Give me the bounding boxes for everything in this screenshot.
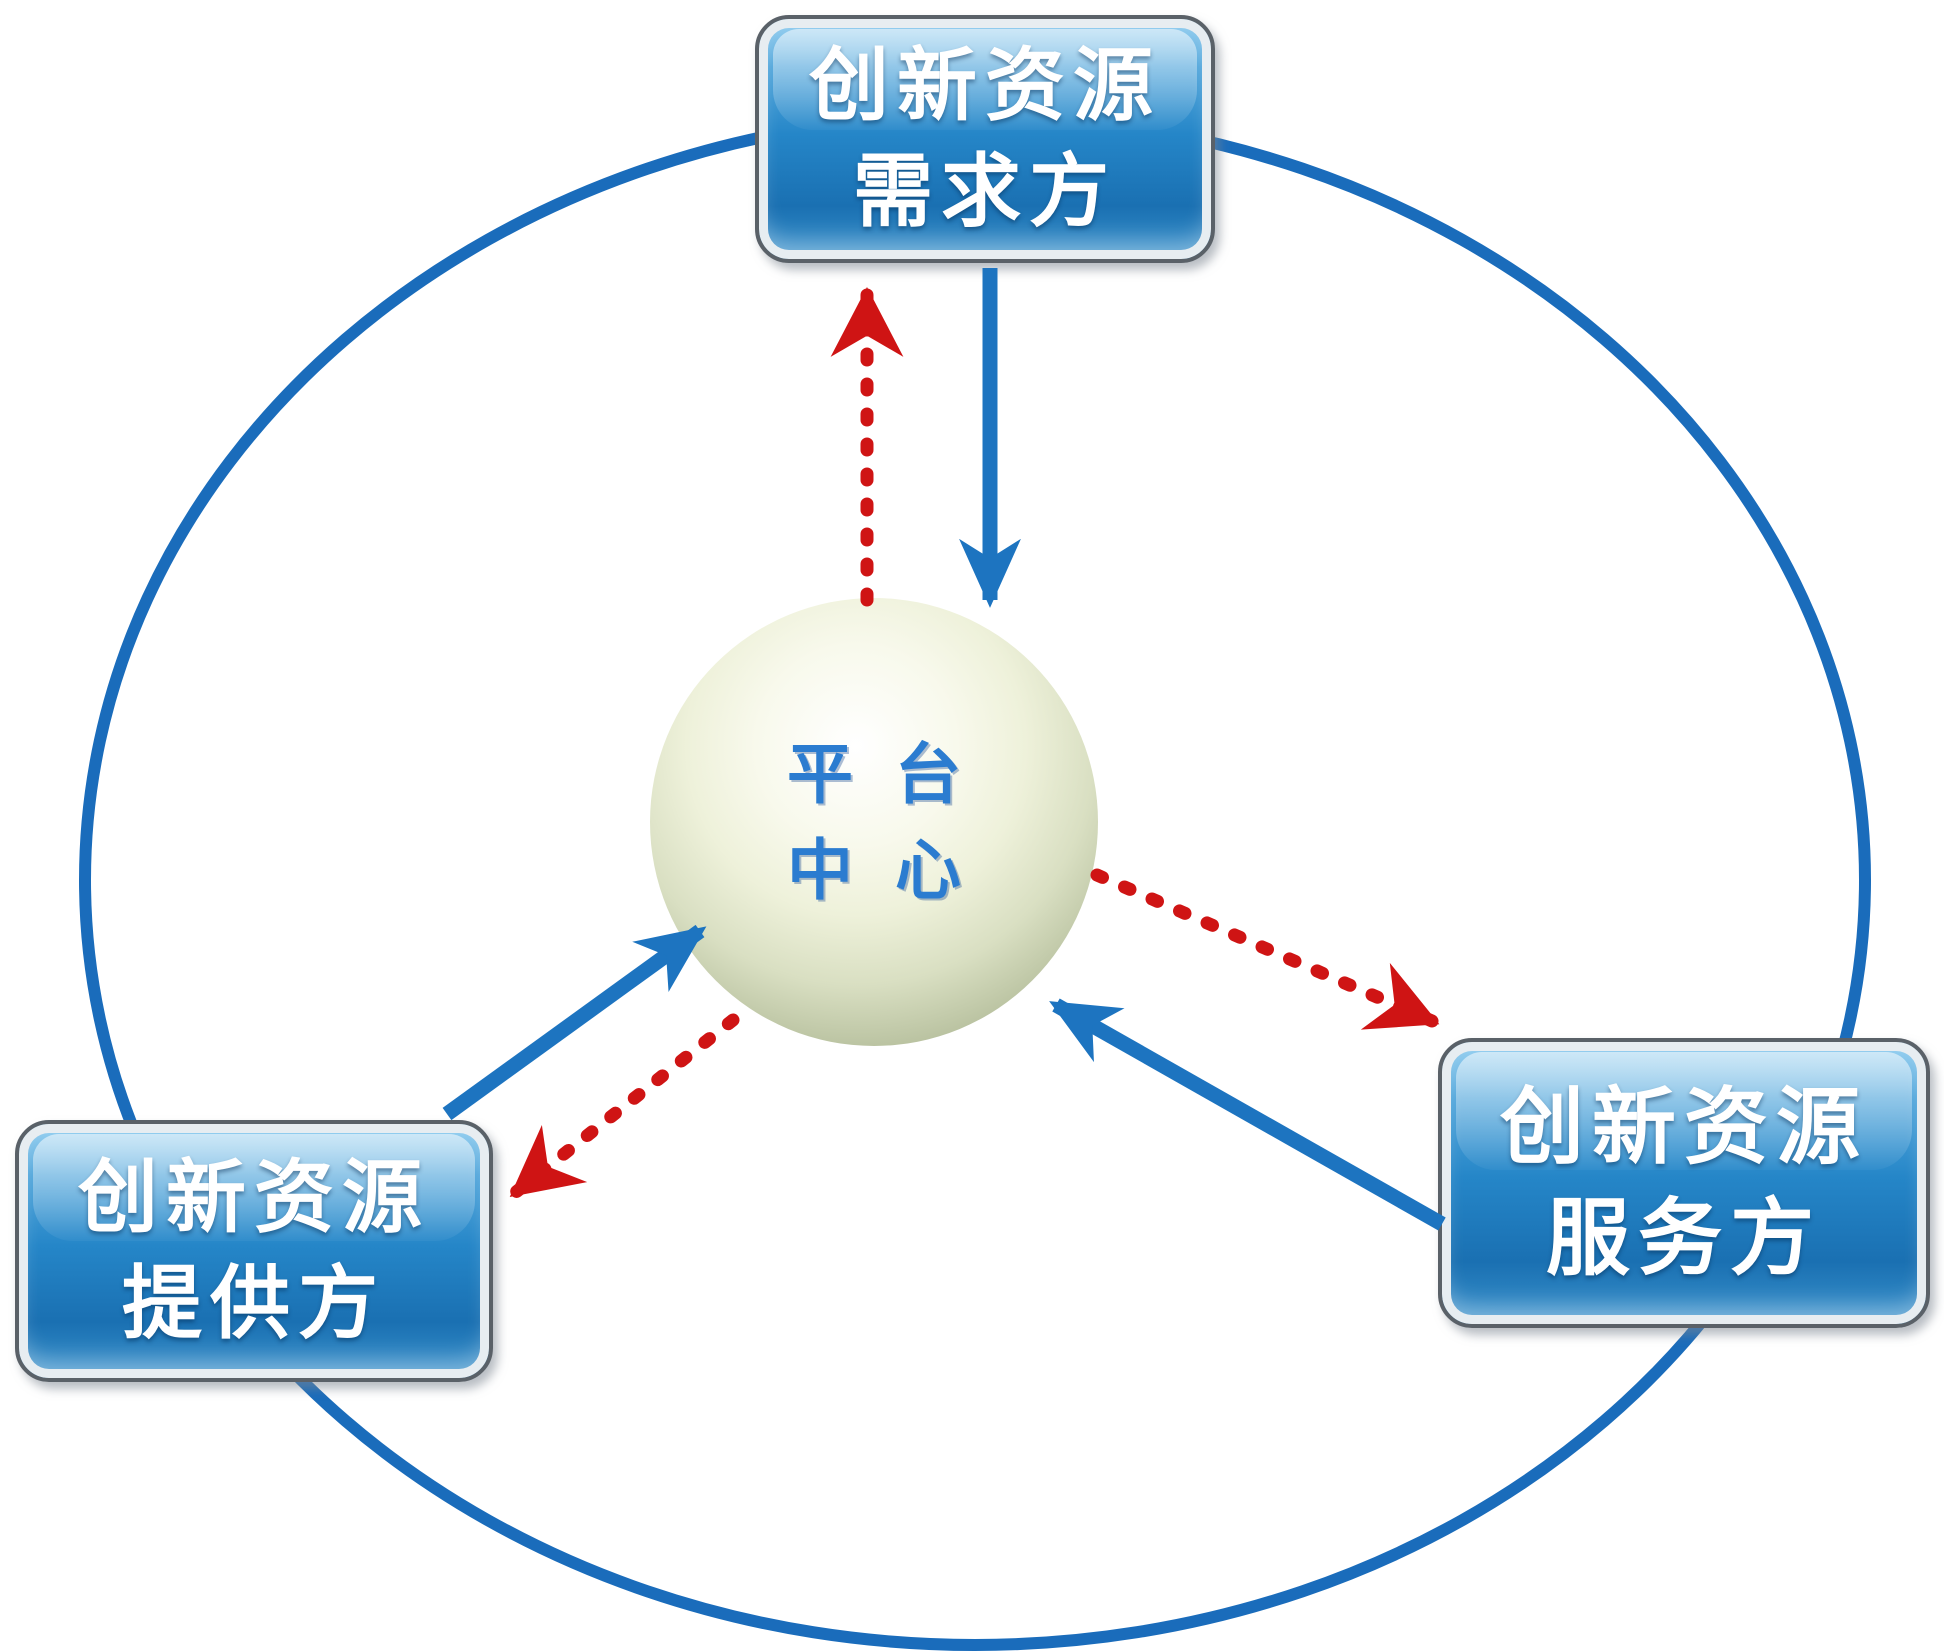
node-demand-side: 创新资源 需求方 bbox=[755, 15, 1215, 263]
platform-center-label-line2: 中心 bbox=[787, 833, 1003, 907]
platform-center-node: 平台 中心 bbox=[650, 598, 1098, 1046]
node-provider-label-line2: 提供方 bbox=[122, 1259, 386, 1348]
node-demand-label-line2: 需求方 bbox=[853, 147, 1117, 236]
node-provider-side: 创新资源 提供方 bbox=[15, 1120, 493, 1382]
node-provider-label-line1: 创新资源 bbox=[78, 1153, 430, 1243]
node-service-label-line2: 服务方 bbox=[1545, 1191, 1822, 1285]
node-service-label-line1: 创新资源 bbox=[1499, 1080, 1868, 1175]
platform-center-label-line1: 平台 bbox=[787, 736, 1003, 811]
node-demand-label-line1: 创新资源 bbox=[809, 41, 1161, 131]
node-service-side: 创新资源 服务方 bbox=[1438, 1038, 1930, 1328]
